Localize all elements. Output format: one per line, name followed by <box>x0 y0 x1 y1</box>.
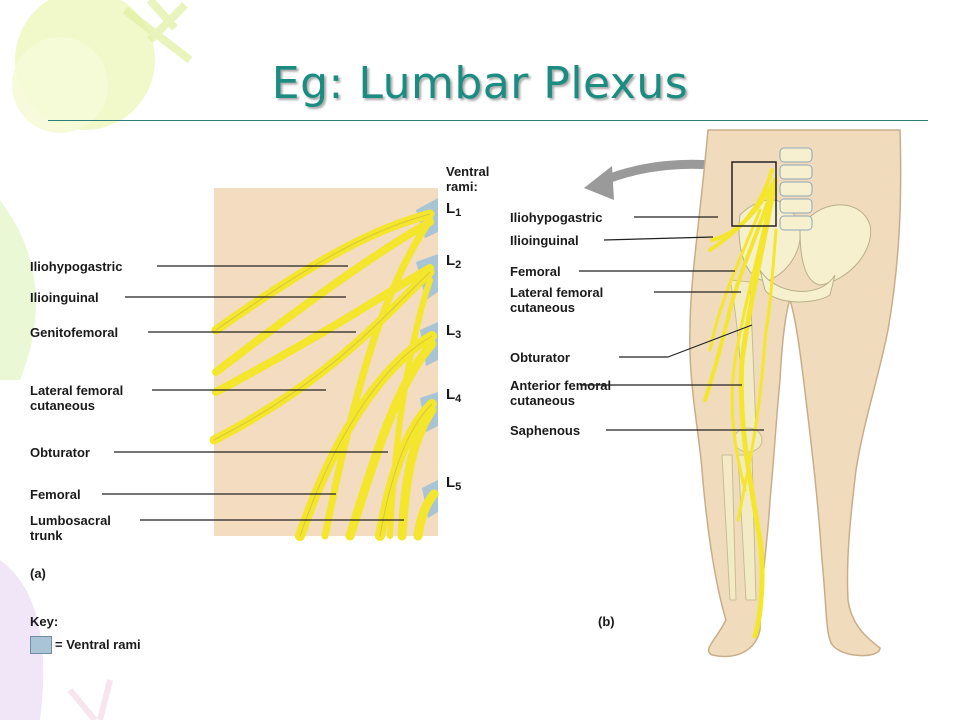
level-label: L4 <box>446 386 462 405</box>
label-b-iliohypogastric: Iliohypogastric <box>510 210 603 225</box>
label-b-anterior-femoral-cutaneous: Anterior femoral cutaneous <box>510 378 612 408</box>
panel-a-nerve-outlines <box>213 213 433 537</box>
lumbar-vertebrae <box>779 147 813 231</box>
panel-a-caption: (a) <box>30 566 46 581</box>
title-underline <box>48 120 928 121</box>
panel-b-nerves <box>703 168 778 639</box>
slide-title: Eg: Lumbar Plexus <box>271 58 689 109</box>
level-L3: L3 <box>446 322 461 341</box>
panel-b-caption: (b) <box>598 614 615 629</box>
label-a-lateral-femoral-cutaneous: Lateral femoral cutaneous <box>30 383 124 413</box>
ventral-rami-heading: Ventral rami: <box>446 164 490 194</box>
label-a-ilioinguinal: Ilioinguinal <box>30 290 99 305</box>
magnify-arrowhead <box>584 166 614 200</box>
label-b-ilioinguinal: Ilioinguinal <box>510 233 579 248</box>
level-L2: L2 <box>446 252 461 271</box>
label-a-femoral: Femoral <box>30 487 81 502</box>
level-label: L1 <box>446 200 462 219</box>
label-b-lateral-femoral-cutaneous: Lateral femoral cutaneous <box>510 285 604 315</box>
level-label: L5 <box>446 474 462 493</box>
key-entry: = Ventral rami <box>55 637 141 652</box>
label-a-lumbosacral-trunk: Lumbosacral trunk <box>30 513 111 543</box>
level-L1: L1 <box>446 200 461 219</box>
zoom-box <box>731 161 777 227</box>
ventral-rami-swatch <box>30 636 52 654</box>
level-label: L3 <box>446 322 462 341</box>
label-a-obturator: Obturator <box>30 445 90 460</box>
label-b-obturator: Obturator <box>510 350 570 365</box>
level-label: L2 <box>446 252 462 271</box>
level-L4: L4 <box>446 386 461 405</box>
label-b-saphenous: Saphenous <box>510 423 581 438</box>
label-b-femoral: Femoral <box>510 264 561 279</box>
key-title: Key: <box>30 614 59 629</box>
panel-a-leader-lines <box>102 265 404 521</box>
label-a-iliohypogastric: Iliohypogastric <box>30 259 123 274</box>
panel-b-leader-lines <box>579 216 764 431</box>
level-L5: L5 <box>446 474 461 493</box>
label-a-genitofemoral: Genitofemoral <box>30 325 119 340</box>
